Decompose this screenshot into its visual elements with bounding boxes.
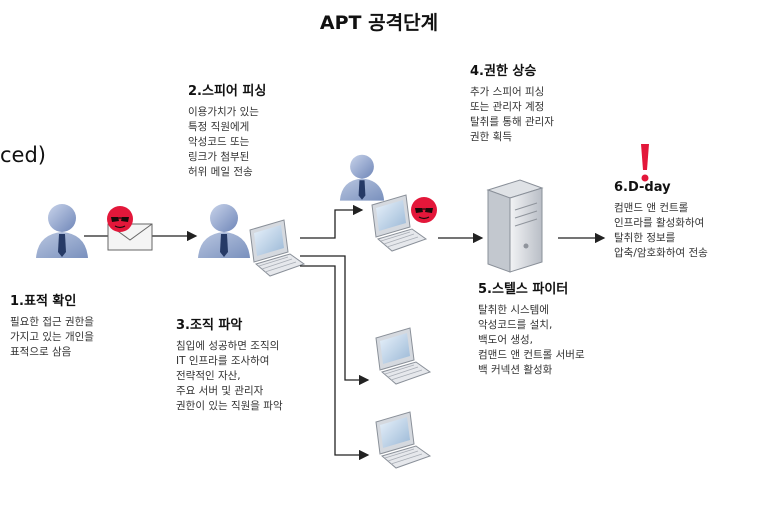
target-person-icon bbox=[36, 204, 88, 258]
step-5-description: 탈취한 시스템에 악성코드를 설치, 백도어 생성, 컴맨드 앤 컨트롤 서버로… bbox=[478, 304, 585, 376]
step-2-description: 이용가치가 있는 특정 직원에게 악성코드 또는 링크가 첨부된 허위 메일 전… bbox=[188, 106, 259, 178]
step-5: 5.스텔스 파이터 탈취한 시스템에 악성코드를 설치, 백도어 생성, 컴맨드… bbox=[478, 278, 585, 378]
step-2-heading: 2.스피어 피싱 bbox=[188, 84, 267, 99]
internal-pc-2-icon bbox=[375, 411, 431, 469]
step-4: 4.권한 상승 추가 스피어 피싱 또는 관리자 계정 탈취를 통해 관리자 권… bbox=[470, 60, 554, 145]
employee-workstation-icon bbox=[249, 219, 305, 277]
hacker-escalation-icon bbox=[410, 196, 438, 224]
additional-employee-icon bbox=[339, 154, 385, 201]
step-1-heading: 1.표적 확인 bbox=[10, 294, 77, 309]
hacker-icon bbox=[106, 205, 134, 233]
step-2: 2.스피어 피싱 이용가치가 있는 특정 직원에게 악성코드 또는 링크가 첨부… bbox=[188, 80, 266, 180]
diagram-title: APT 공격단계 bbox=[319, 12, 439, 34]
step-4-description: 추가 스피어 피싱 또는 관리자 계정 탈취를 통해 관리자 권한 획득 bbox=[470, 86, 554, 143]
step-1: 1.표적 확인 필요한 접근 권한을 가지고 있는 개인을 표적으로 삼음 bbox=[10, 290, 94, 360]
cropped-text-fragment: ced) bbox=[0, 143, 46, 167]
step-6-heading: 6.D-day bbox=[614, 180, 671, 195]
internal-pc-1-icon bbox=[375, 327, 431, 385]
step-3-heading: 3.조직 파악 bbox=[176, 318, 243, 333]
step-4-heading: 4.권한 상승 bbox=[470, 64, 537, 79]
step-3-description: 침입에 성공하면 조직의 IT 인프라를 조사하여 전략적인 자산, 주요 서버… bbox=[176, 340, 283, 412]
step-6-description: 컴맨드 앤 컨트롤 인프라를 활성화하여 탈취한 정보를 압축/암호화하여 전송 bbox=[614, 202, 708, 259]
target-server-icon bbox=[486, 179, 544, 273]
step-3: 3.조직 파악 침입에 성공하면 조직의 IT 인프라를 조사하여 전략적인 자… bbox=[176, 314, 283, 414]
step-1-description: 필요한 접근 권한을 가지고 있는 개인을 표적으로 삼음 bbox=[10, 316, 94, 358]
alert-icon bbox=[641, 144, 649, 182]
step-6: 6.D-day 컴맨드 앤 컨트롤 인프라를 활성화하여 탈취한 정보를 압축/… bbox=[614, 180, 708, 261]
phished-employee-icon bbox=[198, 204, 250, 258]
step-5-heading: 5.스텔스 파이터 bbox=[478, 282, 569, 297]
